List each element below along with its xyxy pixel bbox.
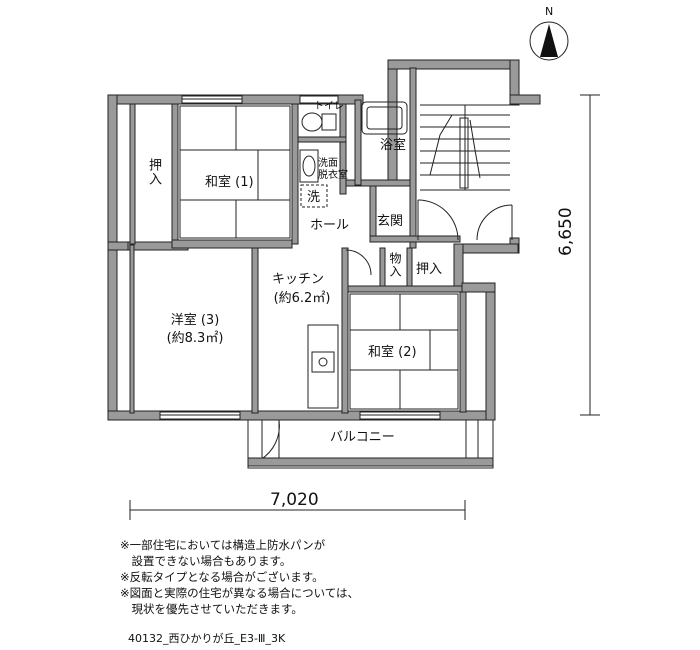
compass-north-label: N <box>545 5 554 18</box>
youshitsu-size-label: (約8.3㎡) <box>166 331 224 346</box>
balcony-label: バルコニー <box>330 430 395 445</box>
washer-label: 洗 <box>307 190 321 205</box>
youshitsu-name-label: 洋室 (3) <box>170 313 220 328</box>
depth-dimension: 6,650 <box>556 207 576 256</box>
hall-label: ホール <box>310 218 350 233</box>
kitchen-counter <box>307 324 339 409</box>
outer-walls <box>107 59 541 421</box>
genkan-label: 玄関 <box>377 214 404 229</box>
windows <box>159 95 441 420</box>
note-line-2: 設置できない場合もあります。 <box>120 554 292 568</box>
washitsu1-label: 和室 (1) <box>205 175 254 190</box>
oshiire-left-label: 押入 <box>146 158 161 186</box>
note-line-4: ※図面と実際の住宅が異なる場合については、 <box>120 586 360 600</box>
note-line-3: ※反転タイプとなる場合がございます。 <box>120 570 324 584</box>
washer-pan <box>300 184 328 208</box>
note-line-1: ※一部住宅においては構造上防水パンが <box>120 538 326 552</box>
monoire-label: 物入 <box>388 252 402 278</box>
washitsu2-label: 和室 (2) <box>368 345 417 360</box>
balcony-outline <box>247 419 494 469</box>
tatami-washitsu1 <box>179 105 291 239</box>
kitchen-name-label: キッチン <box>271 272 325 287</box>
plan-code: 40132_西ひかりが丘_E3-Ⅲ_3K <box>128 632 286 645</box>
toilet-label: トイレ <box>314 101 344 112</box>
oshiire-right-label: 押入 <box>416 262 443 277</box>
note-line-5: 現状を優先させていただきます。 <box>120 602 303 616</box>
senmen-label: 洗面 脱衣室 <box>318 158 348 181</box>
washbasin-fixture <box>299 149 319 183</box>
toilet-fixture <box>301 112 337 132</box>
dimension-lines <box>129 94 600 520</box>
door-swings <box>259 199 513 461</box>
bathtub-fixture <box>361 101 408 135</box>
kitchen-size-label: (約6.2㎡) <box>273 291 331 306</box>
interior-walls <box>129 67 467 414</box>
bath-label: 浴室 <box>380 138 407 153</box>
staircase <box>420 104 510 191</box>
tatami-washitsu2 <box>349 293 459 410</box>
north-compass-icon <box>529 21 569 61</box>
width-dimension: 7,020 <box>270 490 319 510</box>
